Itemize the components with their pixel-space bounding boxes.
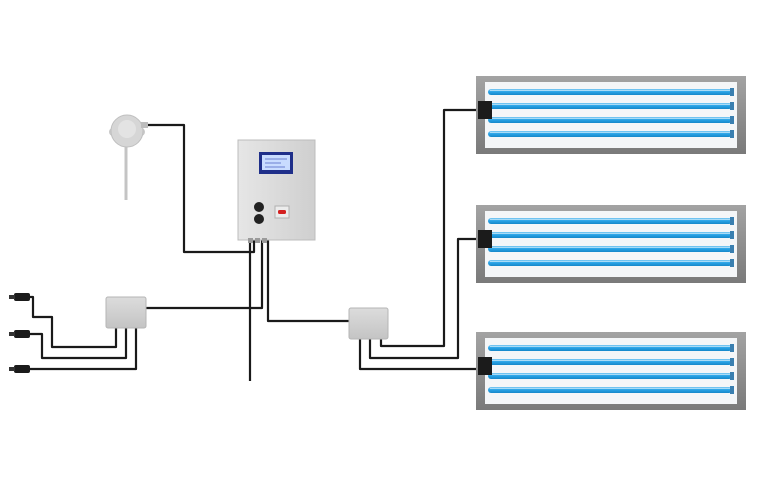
uv-lamp-2[interactable] [476, 205, 746, 283]
uv-lamp-connector [478, 230, 492, 248]
uv-tube [488, 373, 732, 379]
uv-tube-end-cap [730, 130, 734, 138]
plug-tip-icon [9, 367, 15, 371]
uv-tube [488, 359, 732, 365]
control-panel[interactable] [237, 139, 316, 243]
input-plug-2[interactable] [9, 330, 30, 338]
output-junction-box-body [348, 307, 389, 340]
input-plug-1[interactable] [9, 293, 30, 301]
uv-tube-end-cap [730, 217, 734, 225]
uv-tube-end-cap [730, 386, 734, 394]
cable-input-box-to-plug-3 [22, 327, 138, 371]
uv-tube [488, 232, 732, 238]
plug-tip-icon [9, 332, 15, 336]
uv-tube-end-cap [730, 259, 734, 267]
cable-panel-to-input-box [146, 240, 264, 310]
plug-icon [14, 330, 30, 338]
uv-lamp-3[interactable] [476, 332, 746, 410]
cable-output-box-to-lamp-1 [379, 108, 480, 348]
output-junction-box[interactable] [348, 307, 389, 340]
input-plugs [9, 293, 30, 373]
control-panel-gland-3 [262, 238, 267, 243]
cable-output-box-to-lamp-2 [368, 237, 480, 360]
uv-tube-end-cap [730, 88, 734, 96]
input-junction-box[interactable] [105, 296, 147, 329]
uv-tube-end-cap [730, 344, 734, 352]
uv-lamp-connector [478, 101, 492, 119]
uv-tube [488, 387, 732, 393]
cable-output-box-to-lamp-3 [358, 338, 480, 371]
plug-icon [14, 293, 30, 301]
sensor-cable-gland [141, 122, 148, 128]
sensor-face [118, 120, 136, 138]
control-panel-gland-1 [248, 238, 253, 243]
uv-lamp-connector [478, 357, 492, 375]
cables [22, 108, 480, 381]
uv-tube-end-cap [730, 372, 734, 380]
uv-tube-end-cap [730, 116, 734, 124]
input-plug-3[interactable] [9, 365, 30, 373]
uv-tube [488, 246, 732, 252]
uv-lamp-1[interactable] [476, 76, 746, 154]
uv-tube [488, 131, 732, 137]
uv-tube [488, 103, 732, 109]
plug-icon [14, 365, 30, 373]
uv-tube-end-cap [730, 102, 734, 110]
cable-panel-to-output-box [266, 240, 349, 323]
uv-tube [488, 89, 732, 95]
uv-lamps [476, 76, 746, 410]
uv-tube-end-cap [730, 358, 734, 366]
uv-tube-end-cap [730, 231, 734, 239]
uv-tube [488, 218, 732, 224]
cable-input-box-to-plug-2 [22, 327, 128, 360]
sensor[interactable] [109, 114, 148, 200]
uv-tube [488, 117, 732, 123]
cable-sensor-to-panel [146, 123, 256, 254]
uv-tube [488, 345, 732, 351]
plug-tip-icon [9, 295, 15, 299]
control-panel-gland-2 [255, 238, 260, 243]
cable-input-box-to-plug-1 [22, 295, 118, 349]
control-panel-switch[interactable] [278, 210, 286, 214]
input-junction-box-body [105, 296, 147, 329]
uv-tube [488, 260, 732, 266]
control-panel-button-2[interactable] [254, 214, 264, 224]
control-panel-button-1[interactable] [254, 202, 264, 212]
uv-tube-end-cap [730, 245, 734, 253]
